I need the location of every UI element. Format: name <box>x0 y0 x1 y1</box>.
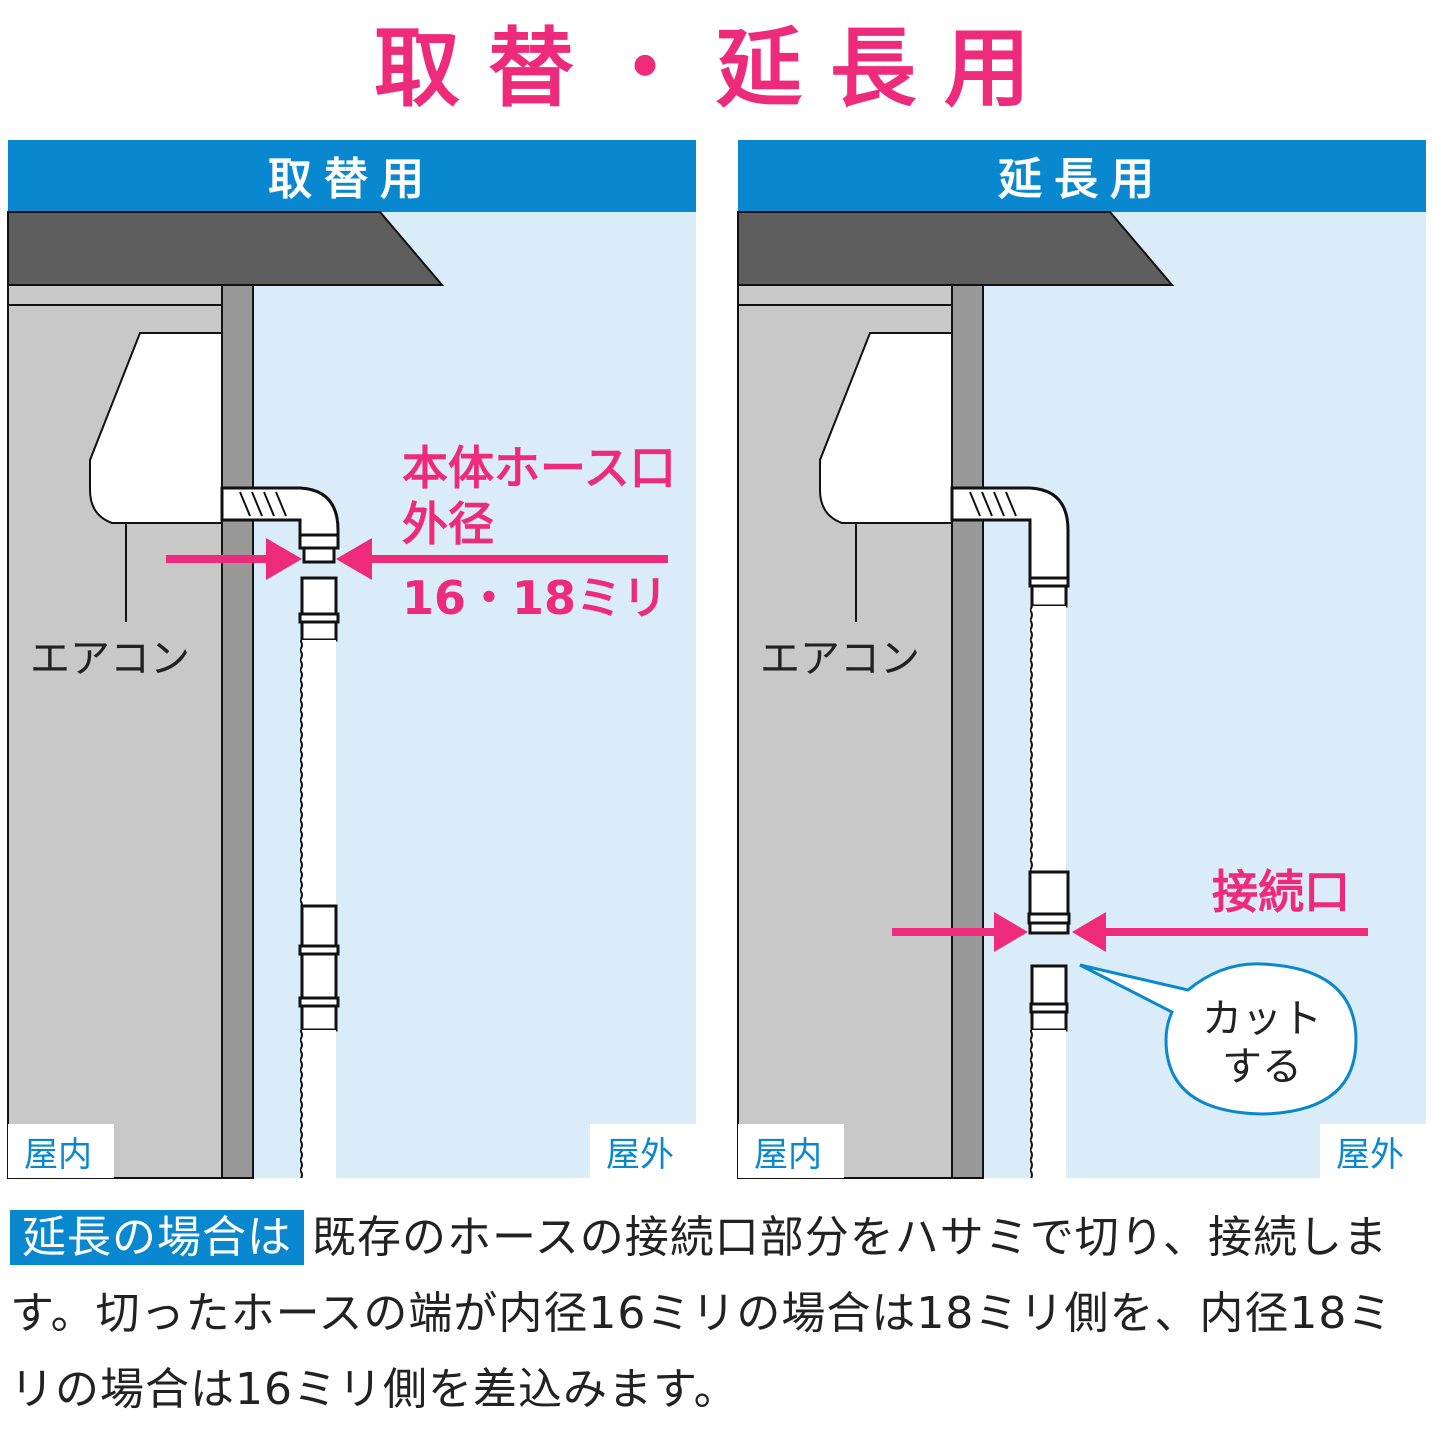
aircon-unit <box>819 332 953 524</box>
aircon-unit <box>89 332 223 524</box>
extended-hose <box>950 486 1071 1178</box>
note-highlight: 延長の場合は <box>10 1210 304 1265</box>
drain-hose <box>220 486 340 1178</box>
extension-panel: 延長用 エアコン 接続口 <box>737 140 1426 1179</box>
panel-header <box>8 140 696 212</box>
panel-header-label: 取替用 <box>268 154 436 205</box>
outdoor-label: 屋外 <box>1336 1135 1404 1175</box>
roof <box>7 211 445 286</box>
pillar <box>221 284 254 1179</box>
bubble-text-cut: カット <box>1202 996 1322 1042</box>
callout-connection-port: 接続口 <box>1212 865 1350 919</box>
measure-arrows <box>892 912 1368 952</box>
callout-hose-port: 本体ホース口 <box>402 441 676 495</box>
outdoor-label: 屋外 <box>606 1135 674 1175</box>
speech-bubble <box>1079 962 1358 1116</box>
instruction-note: 延長の場合は既存のホースの接続口部分をハサミで切り、接続します。切ったホースの端… <box>10 1200 1430 1428</box>
indoor-label: 屋内 <box>754 1135 822 1175</box>
panel-header-label: 延長用 <box>998 154 1166 205</box>
measure-arrows <box>166 538 668 580</box>
note-text: 既存のホースの接続口部分をハサミで切り、接続します。切ったホースの端が内径16ミ… <box>10 1212 1393 1415</box>
callout-outer-diameter: 外径 <box>402 497 494 551</box>
aircon-label: エアコン <box>760 636 920 682</box>
aircon-label: エアコン <box>30 636 190 682</box>
main-title: 取替・延長用 <box>374 19 1058 119</box>
panel-header <box>738 140 1426 212</box>
callout-size: 16・18ミリ <box>402 571 668 625</box>
indoor-label: 屋内 <box>24 1135 92 1175</box>
bubble-text-do: する <box>1222 1044 1302 1090</box>
replacement-panel: 取替用 エアコン <box>7 140 696 1179</box>
